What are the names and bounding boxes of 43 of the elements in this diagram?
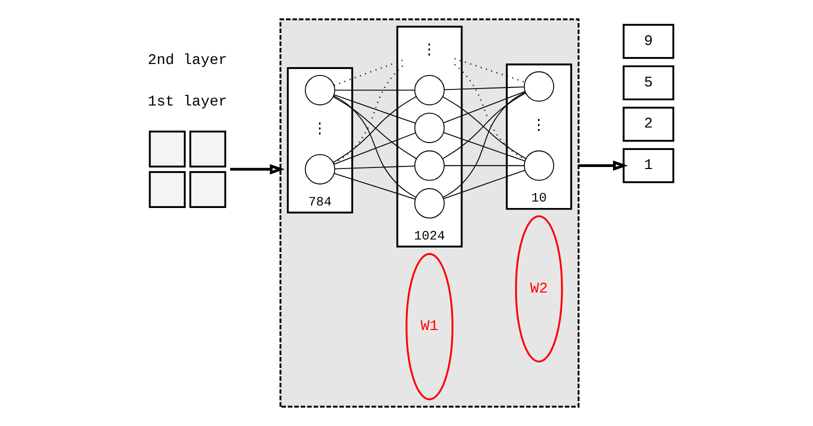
connector bbox=[443, 132, 526, 162]
node-box: 2 bbox=[622, 106, 674, 142]
connector bbox=[334, 166, 415, 170]
node-circle bbox=[524, 71, 554, 102]
connector bbox=[334, 173, 416, 200]
label: 1st layer bbox=[148, 94, 228, 111]
connector bbox=[443, 91, 526, 124]
connector bbox=[333, 64, 405, 164]
arrow bbox=[578, 160, 628, 171]
label: 2nd layer bbox=[148, 53, 228, 70]
node-text: ⋮ bbox=[531, 118, 546, 135]
node-box: 9 bbox=[622, 24, 674, 59]
node-circle bbox=[414, 150, 445, 181]
cluster bbox=[396, 26, 463, 248]
node-circle bbox=[414, 188, 445, 219]
node-box: 1 bbox=[622, 148, 674, 184]
connector bbox=[334, 58, 405, 86]
arrow bbox=[230, 164, 285, 174]
node-circle bbox=[304, 154, 336, 184]
connector bbox=[334, 94, 416, 124]
connector bbox=[333, 95, 416, 198]
connector bbox=[443, 170, 526, 200]
cluster bbox=[506, 63, 572, 210]
connector bbox=[334, 90, 415, 91]
connector bbox=[454, 58, 526, 83]
node-box: 5 bbox=[622, 65, 674, 100]
connector bbox=[444, 86, 524, 90]
cluster bbox=[286, 67, 354, 214]
node-label: 784 bbox=[308, 194, 332, 210]
connector bbox=[442, 92, 526, 198]
node-text: ⋮ bbox=[312, 122, 328, 138]
connector bbox=[444, 165, 524, 166]
node-ellipse: W1 bbox=[406, 253, 454, 400]
node-circle bbox=[414, 112, 445, 144]
connector bbox=[334, 132, 416, 165]
node-circle bbox=[524, 150, 554, 181]
node-label: 1024 bbox=[414, 228, 445, 244]
node-circle bbox=[304, 75, 336, 106]
node-ellipse: W2 bbox=[515, 215, 563, 362]
node-label: 10 bbox=[531, 190, 547, 206]
cluster bbox=[280, 18, 580, 408]
node-text: ⋮ bbox=[422, 43, 437, 60]
node-circle bbox=[414, 75, 445, 106]
